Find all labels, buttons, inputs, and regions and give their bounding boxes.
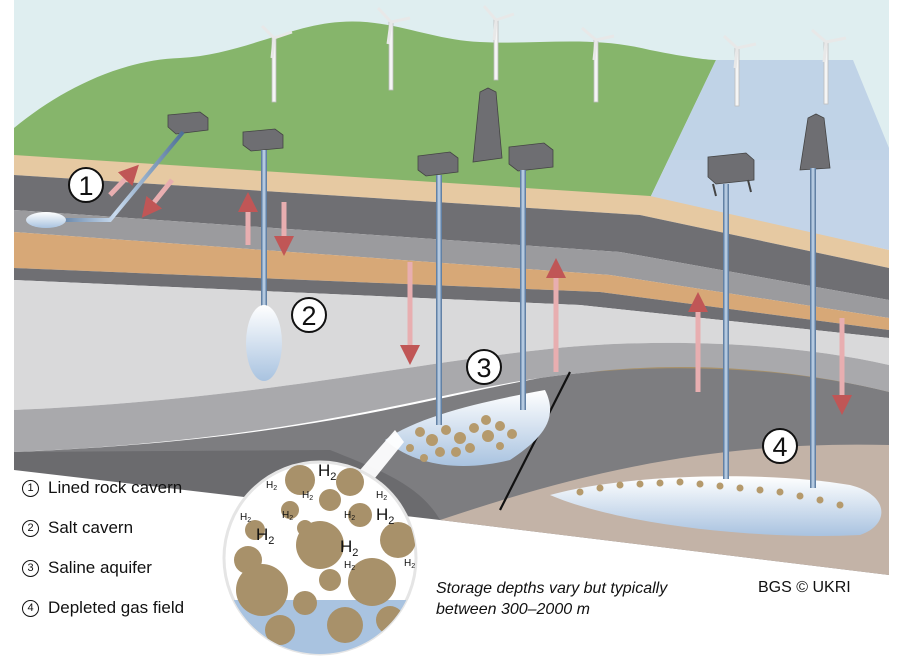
grey-layer bbox=[14, 342, 889, 452]
tan-layer bbox=[14, 232, 889, 330]
wells bbox=[26, 130, 816, 488]
legend-item: 4 Depleted gas field bbox=[22, 598, 242, 618]
lined-rock-cavern bbox=[26, 212, 66, 228]
legend-label: Salt cavern bbox=[48, 518, 134, 537]
marker-3: 3 bbox=[466, 349, 502, 385]
svg-text:2: 2 bbox=[301, 301, 316, 331]
fault-line bbox=[499, 371, 571, 511]
h2-label: H2 bbox=[404, 558, 415, 570]
svg-text:3: 3 bbox=[476, 353, 491, 383]
legend-number: 3 bbox=[22, 559, 39, 577]
well-3a-pipe bbox=[436, 175, 442, 425]
h2-label: H2 bbox=[302, 490, 313, 502]
h2-label: H2 bbox=[340, 537, 358, 559]
legend-label: Lined rock cavern bbox=[48, 478, 183, 497]
marker-1: 1 bbox=[68, 167, 104, 203]
surface-facilities bbox=[167, 87, 831, 197]
h2-label: H2 bbox=[282, 510, 293, 522]
legend-item: 3 Saline aquifer bbox=[22, 558, 242, 578]
aquifer-gas bbox=[385, 390, 551, 466]
legend-label: Saline aquifer bbox=[48, 558, 152, 577]
svg-text:4: 4 bbox=[772, 432, 787, 462]
h2-label: H2 bbox=[318, 461, 336, 483]
depth-note: Storage depths vary but typically betwee… bbox=[436, 578, 756, 620]
legend-label: Depleted gas field bbox=[48, 598, 185, 617]
legend-number: 4 bbox=[22, 599, 39, 617]
depth-note-line: Storage depths vary but typically bbox=[436, 580, 668, 597]
legend-item: 2 Salt cavern bbox=[22, 518, 242, 538]
gas-field-grains bbox=[576, 478, 844, 509]
h2-label: H2 bbox=[240, 512, 251, 524]
h2-label: H2 bbox=[376, 490, 387, 502]
legend-number: 2 bbox=[22, 519, 39, 537]
h2-label: H2 bbox=[266, 480, 277, 492]
well-2-pipe bbox=[261, 150, 267, 310]
h2-label: H2 bbox=[344, 560, 355, 572]
light-grey-layer bbox=[14, 280, 889, 410]
legend-number: 1 bbox=[22, 479, 39, 497]
dark-layer-upper bbox=[14, 175, 889, 300]
magnifier-connector bbox=[360, 430, 404, 478]
h2-label: H2 bbox=[256, 525, 274, 547]
gas-field-gas bbox=[550, 476, 882, 536]
aquifer-grains bbox=[406, 415, 517, 462]
dark-layer-lower bbox=[14, 268, 889, 338]
mid-layer bbox=[14, 210, 889, 318]
h2-label: H2 bbox=[376, 505, 394, 527]
legend-item: 1 Lined rock cavern bbox=[22, 478, 242, 498]
salt-cavern bbox=[246, 305, 282, 381]
topsoil-layer bbox=[14, 155, 889, 268]
svg-text:1: 1 bbox=[78, 171, 93, 201]
flow-arrows bbox=[108, 164, 852, 415]
h2-label: H2 bbox=[344, 510, 355, 522]
marker-4: 4 bbox=[762, 428, 798, 464]
well-4b-pipe bbox=[810, 168, 816, 488]
well-3b-pipe bbox=[520, 170, 526, 410]
marker-2: 2 bbox=[291, 297, 327, 333]
wind-turbines bbox=[260, 5, 847, 107]
sea bbox=[650, 60, 889, 250]
well-1-pipe bbox=[48, 130, 185, 222]
depth-note-line: between 300–2000 m bbox=[436, 601, 590, 618]
well-4a-pipe bbox=[723, 184, 729, 479]
magnifier: H2 H2 H2 H2 H2 H2 H2 H2 H2 H2 H2 H2 bbox=[222, 460, 418, 656]
legend: 1 Lined rock cavern 2 Salt cavern 3 Sali… bbox=[22, 478, 242, 638]
credit: BGS © UKRI bbox=[758, 579, 851, 596]
